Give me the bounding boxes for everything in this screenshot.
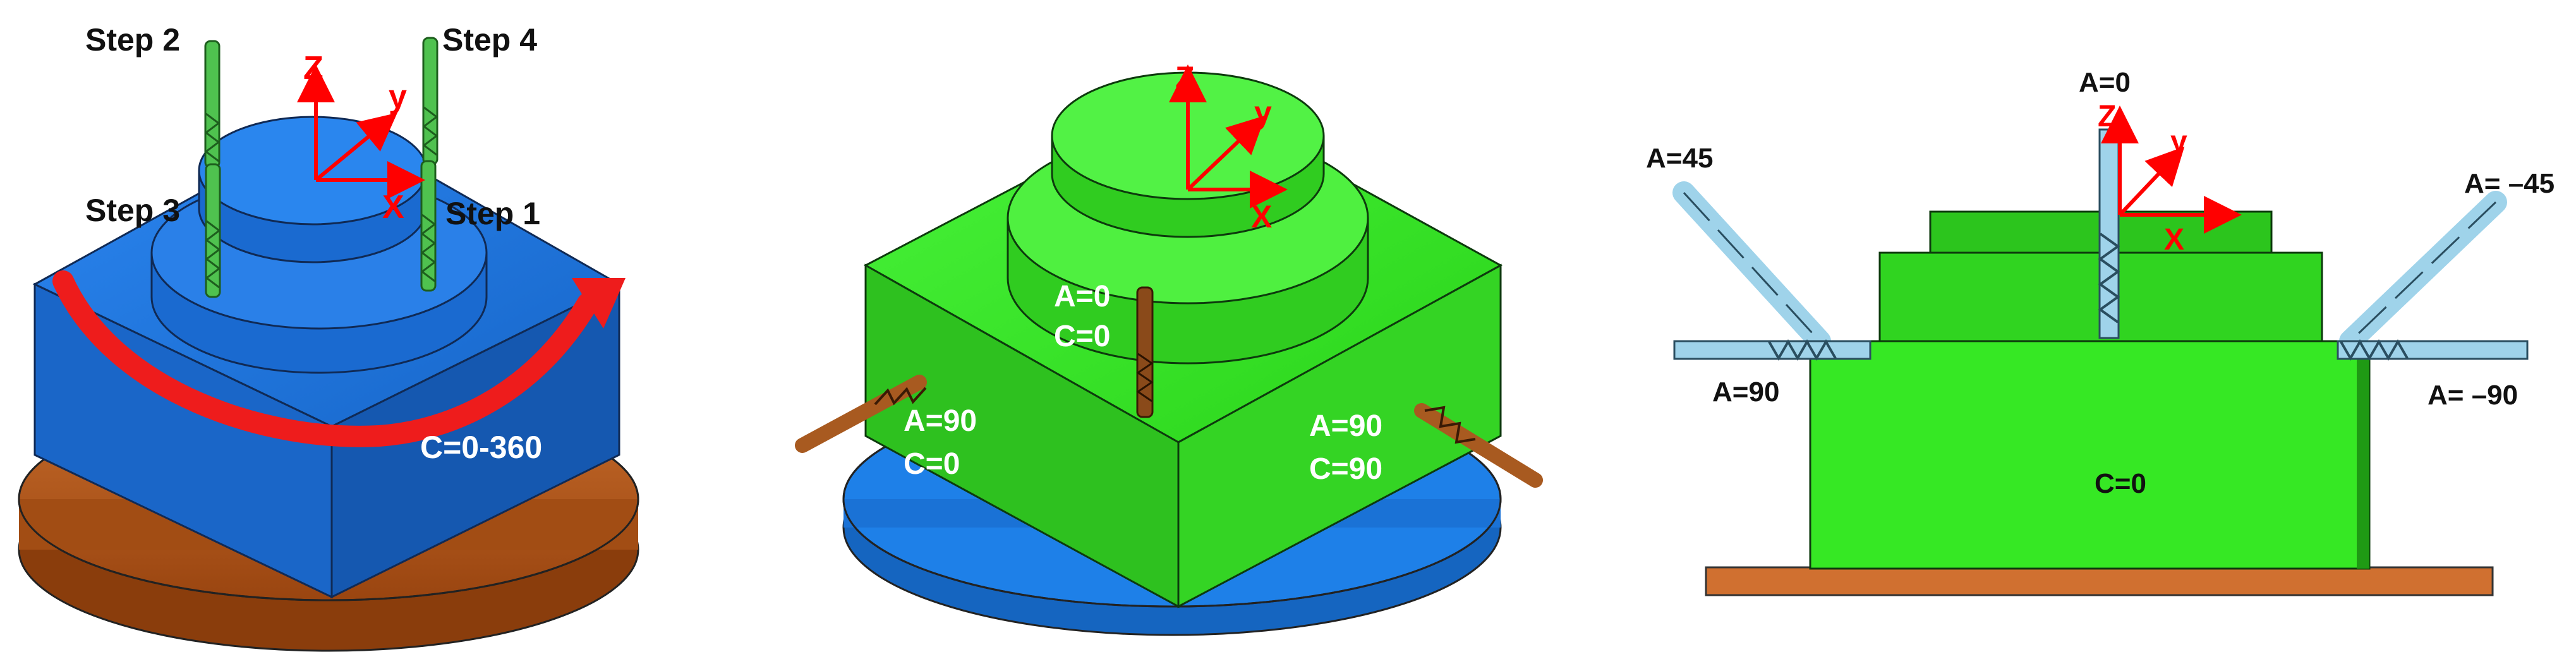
tool-step1 — [420, 160, 437, 292]
axis-y-label: y — [2170, 125, 2187, 159]
axis-z-label: Z — [1175, 60, 1195, 95]
label-a45: A=45 — [1646, 143, 1713, 174]
base-plate-right — [1705, 566, 2494, 596]
axis-triad-left — [297, 64, 425, 199]
axis-z-label: Z — [303, 50, 324, 87]
axis-x-label: X — [382, 189, 404, 226]
axis-x-label: X — [2164, 223, 2184, 257]
label-left-c: C=0 — [904, 447, 960, 481]
label-right-c: C=90 — [1309, 452, 1382, 486]
tool-right-middle — [1414, 403, 1543, 488]
tool-a-neg45 — [2339, 191, 2507, 353]
tool-a-neg90 — [2337, 339, 2529, 361]
rotation-arrow — [52, 270, 598, 447]
tool-left-middle — [795, 375, 927, 453]
label-step4: Step 4 — [442, 22, 537, 57]
label-step2: Step 2 — [85, 22, 180, 57]
axis-y-label: y — [389, 78, 407, 115]
label-right-a: A=90 — [1309, 409, 1382, 443]
tool-step2 — [204, 40, 221, 169]
axis-x-label: X — [1251, 199, 1272, 234]
tool-step3 — [205, 163, 221, 298]
axis-y-label: y — [1254, 95, 1272, 130]
label-a90: A=90 — [1712, 377, 1779, 407]
axis-triad-right — [2101, 106, 2242, 234]
panel-left: Z y X Step 2 Step 4 Step 3 Step 1 C=0-36… — [18, 22, 639, 652]
panel-middle: Z y X A=0 C=0 A=90 C=0 A=90 C=90 — [795, 60, 1543, 636]
label-a-neg90: A= –90 — [2428, 380, 2518, 411]
label-step1: Step 1 — [445, 196, 540, 231]
label-top-c: C=0 — [1054, 320, 1110, 353]
tool-step4 — [422, 37, 438, 166]
label-a-neg45: A= –45 — [2464, 168, 2555, 199]
tool-a45 — [1672, 181, 1831, 353]
label-c0: C=0 — [2095, 468, 2146, 499]
label-a0: A=0 — [2079, 67, 2131, 98]
axis-triad-middle — [1169, 64, 1288, 208]
tool-vertical-right — [2098, 128, 2120, 339]
tool-a90 — [1673, 339, 1872, 361]
label-left-a: A=90 — [904, 404, 977, 438]
panel-right: Z y X A=0 A=45 A= –45 A=90 A= –90 C=0 — [1646, 67, 2555, 596]
rotation-arrow-head — [572, 278, 626, 329]
green-workpiece-right — [1809, 210, 2371, 570]
tool-vertical-middle — [1136, 286, 1154, 418]
rotation-label: C=0-360 — [420, 430, 542, 465]
axis-z-label: Z — [2098, 100, 2116, 133]
label-top-a: A=0 — [1054, 280, 1110, 313]
label-step3: Step 3 — [85, 193, 180, 228]
